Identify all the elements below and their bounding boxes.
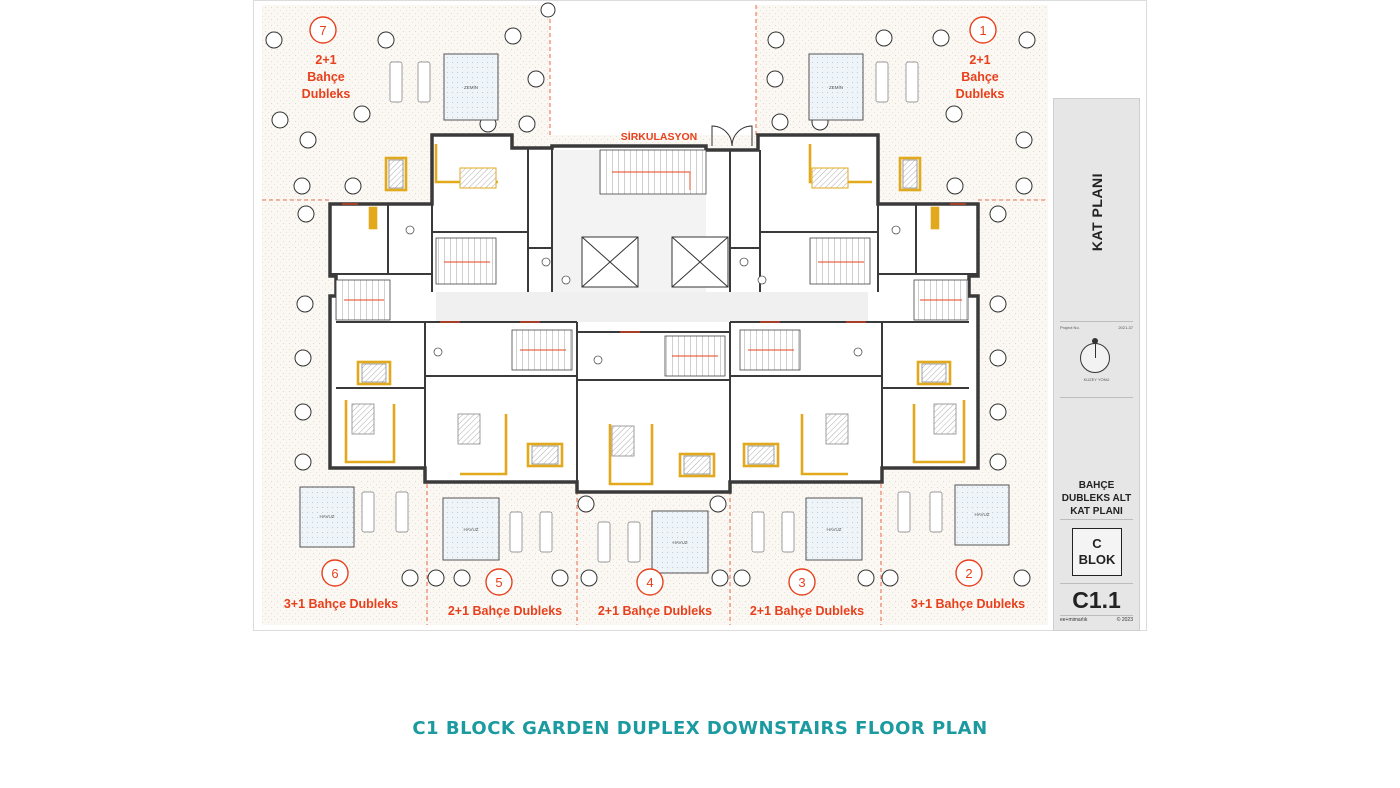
unit-1-marker: 1 2+1 Bahçe Dubleks — [956, 16, 1005, 101]
project-no-label: Project No. — [1060, 325, 1080, 330]
copyright: © 2023 — [1116, 617, 1133, 623]
divider — [1060, 321, 1133, 322]
unit-number: 2 — [965, 566, 972, 581]
unit-number: 4 — [646, 575, 653, 590]
pool-label: HAVUZ — [320, 514, 335, 519]
unit-type: Dubleks — [302, 87, 351, 101]
pool-label: HAVUZ — [673, 540, 688, 545]
unit-number: 3 — [798, 575, 805, 590]
unit-number: 1 — [979, 23, 986, 38]
unit-6-marker: 6 3+1 Bahçe Dubleks — [284, 559, 398, 611]
unit-type: 2+1 Bahçe Dubleks — [750, 604, 864, 618]
zemin-label: ZEMİN — [829, 84, 843, 90]
unit-type: 2+1 Bahçe Dubleks — [598, 604, 712, 618]
unit-number: 5 — [495, 575, 502, 590]
firm-name: ee+mimarlık — [1060, 617, 1088, 623]
pool-label: HAVUZ — [464, 527, 479, 532]
north-dot — [1092, 338, 1098, 344]
zemin-label: ZEMİN — [464, 84, 478, 90]
project-no: 2021-37 — [1118, 325, 1133, 330]
unit-4-marker: 4 2+1 Bahçe Dubleks — [598, 568, 712, 618]
divider — [1060, 397, 1133, 398]
lot-boundaries — [262, 5, 1048, 625]
building — [328, 125, 980, 494]
sun-loungers — [361, 61, 943, 563]
unit-markers: 7 2+1 Bahçe Dubleks 1 2+1 Bahçe Dubleks … — [284, 16, 1025, 618]
sheet-label: KAT PLANI — [1089, 172, 1106, 251]
unit-type: 3+1 Bahçe Dubleks — [284, 597, 398, 611]
divider — [1060, 583, 1133, 584]
circulation-label: SİRKULASYON — [621, 130, 697, 143]
unit-type: 2+1 — [969, 53, 990, 67]
unit-type: Bahçe — [961, 70, 999, 84]
unit-5-marker: 5 2+1 Bahçe Dubleks — [448, 568, 562, 618]
unit-type: 2+1 — [315, 53, 336, 67]
drawing-title-line: BAHÇE — [1078, 480, 1115, 491]
entrance-yard — [550, 5, 756, 135]
unit-7-marker: 7 2+1 Bahçe Dubleks — [302, 16, 351, 101]
unit-type: Bahçe — [307, 70, 345, 84]
unit-type: Dubleks — [956, 87, 1005, 101]
divider — [1060, 519, 1133, 520]
drawing-title-line: DUBLEKS ALT — [1061, 493, 1132, 504]
unit-3-marker: 3 2+1 Bahçe Dubleks — [750, 568, 864, 618]
title-block: KAT PLANI Project No. 2021-37 KUZEY YÖNÜ… — [1053, 98, 1140, 631]
divider — [1060, 615, 1133, 616]
unit-number: 7 — [319, 23, 326, 38]
drawing-title-line: KAT PLANI — [1070, 506, 1123, 517]
north-label: KUZEY YÖNÜ — [1083, 377, 1110, 382]
title-block-footer: ee+mimarlık © 2023 — [1060, 617, 1133, 623]
unit-number: 6 — [331, 566, 338, 581]
project-meta: Project No. 2021-37 — [1060, 325, 1133, 330]
page-caption: C1 BLOCK GARDEN DUPLEX DOWNSTAIRS FLOOR … — [412, 718, 988, 739]
pool-label: HAVUZ — [827, 527, 842, 532]
sheet-number: C1.1 — [1072, 587, 1121, 613]
unit-type: 2+1 Bahçe Dubleks — [448, 604, 562, 618]
north-arrow-icon — [1080, 338, 1110, 373]
pools — [299, 53, 1010, 574]
block-badge: C BLOK — [1072, 528, 1122, 576]
trees — [265, 2, 1036, 587]
pool-labels: ZEMİN ZEMİN HAVUZ HAVUZ HAVUZ HAVUZ HAVU… — [320, 84, 990, 545]
unit-type: 3+1 Bahçe Dubleks — [911, 597, 1025, 611]
block-letter: C — [1092, 536, 1102, 551]
sheet-label-box: KAT PLANI — [1054, 99, 1141, 324]
unit-2-marker: 2 3+1 Bahçe Dubleks — [911, 559, 1025, 611]
block-word: BLOK — [1078, 552, 1116, 567]
pool-label: HAVUZ — [975, 512, 990, 517]
drawing-title: BAHÇE DUBLEKS ALT KAT PLANI — [1054, 479, 1139, 518]
